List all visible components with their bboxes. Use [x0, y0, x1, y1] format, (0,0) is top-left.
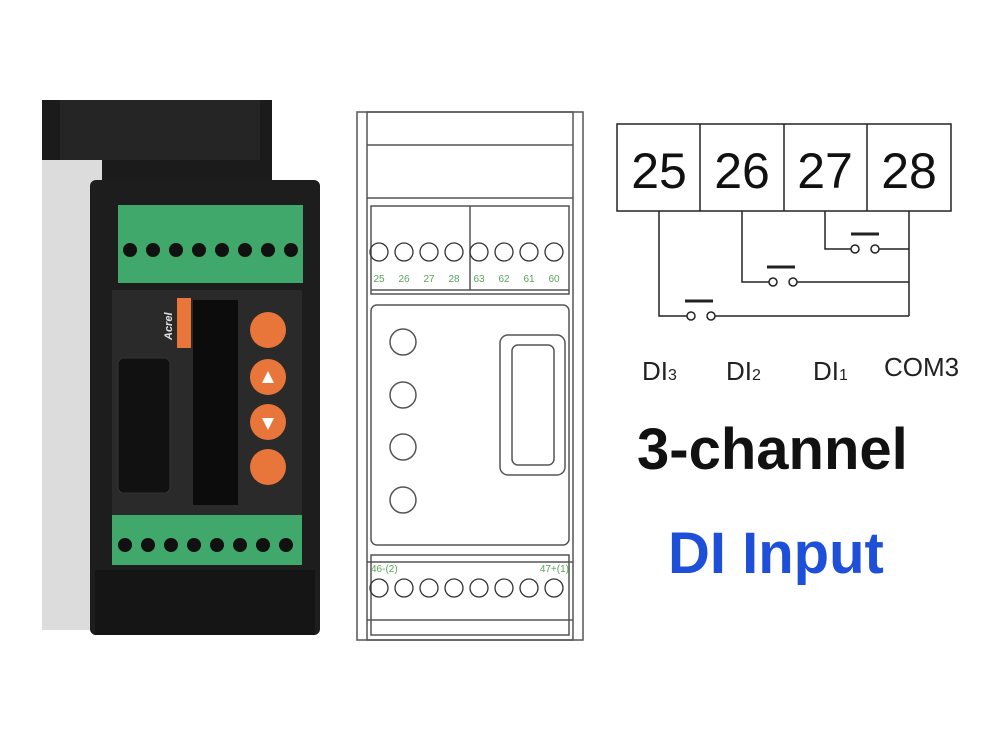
- enter-button[interactable]: [250, 312, 286, 348]
- schematic-outline: 25 26 27 28 63 62 61 60 46-(2) 47+(1): [356, 111, 584, 641]
- terminal-label: 63: [473, 274, 485, 285]
- brand-strip: [177, 298, 191, 348]
- label-di3: DI3: [642, 356, 677, 386]
- usb-connector: [117, 357, 171, 494]
- bottom-left-label: 46-(2): [371, 564, 398, 575]
- subheadline: DI Input: [668, 521, 884, 586]
- label-di2: DI2: [726, 356, 761, 386]
- terminal-label: 27: [423, 274, 435, 285]
- bottom-right-label: 47+(1): [540, 564, 569, 575]
- up-icon: [262, 371, 274, 383]
- bottom-terminal-block: [112, 515, 302, 565]
- terminal-28: 28: [881, 143, 937, 199]
- headline: 3-channel: [637, 417, 908, 482]
- terminal-label: 61: [523, 274, 535, 285]
- top-screws: [369, 242, 564, 262]
- top-terminal-block: [118, 205, 303, 283]
- wiring-diagram: 25 26 27 28 DI3 DI2 DI1 COM3: [616, 123, 959, 386]
- terminal-label: 62: [498, 274, 510, 285]
- bottom-screws: [369, 578, 564, 598]
- terminal-label: 28: [448, 274, 460, 285]
- display-window: [193, 300, 238, 505]
- brand-logo: Acrel: [163, 312, 175, 341]
- down-icon: [262, 418, 274, 430]
- terminal-25: 25: [631, 143, 687, 199]
- terminal-label: 25: [373, 274, 385, 285]
- set-button[interactable]: [250, 449, 286, 485]
- terminal-label: 26: [398, 274, 410, 285]
- terminal-27: 27: [797, 143, 853, 199]
- bottom-terminal-screws: [118, 538, 293, 552]
- top-terminal-screws: [123, 243, 298, 257]
- label-di1: DI1: [813, 356, 848, 386]
- label-com3: COM3: [884, 352, 959, 382]
- terminal-26: 26: [714, 143, 770, 199]
- terminal-label: 60: [548, 274, 560, 285]
- device-photo: Acrel: [42, 100, 320, 635]
